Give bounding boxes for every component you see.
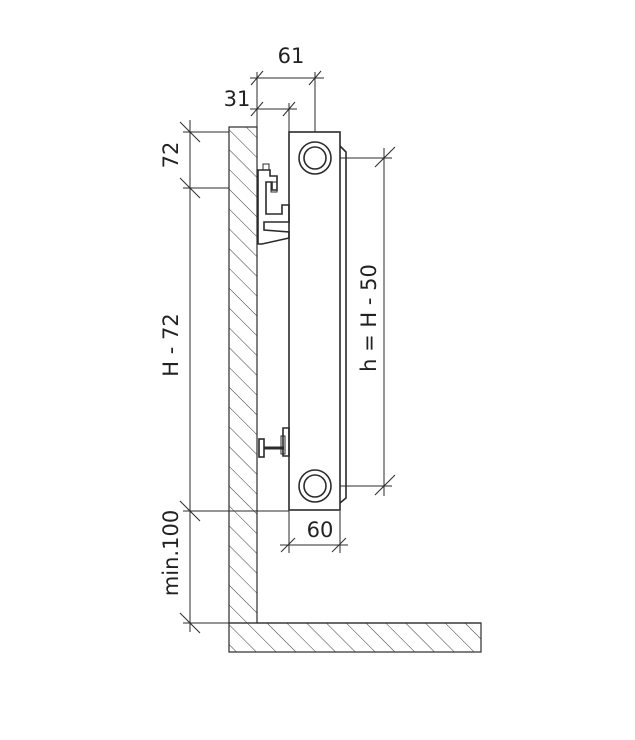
dim-pipe-centers — [340, 146, 396, 496]
bottom-bracket — [258, 427, 290, 458]
floor — [228, 622, 482, 653]
bottom-pipe-connection — [298, 469, 332, 503]
radiator-panel — [288, 131, 347, 511]
dim-panel-depth — [280, 511, 348, 553]
dim-depth-total — [250, 70, 324, 132]
dim-wall-to-bracket — [250, 101, 297, 132]
label-top-offset: 72 — [159, 142, 183, 169]
label-panel-depth: 60 — [307, 518, 334, 542]
label-wall-to-bracket: 31 — [224, 87, 251, 111]
dim-left-vertical — [179, 120, 289, 634]
label-pipe-centers: h = H - 50 — [357, 264, 381, 372]
label-floor-clearance: min.100 — [159, 510, 183, 596]
label-bracket-span: H - 72 — [159, 313, 183, 376]
label-depth-total: 61 — [278, 44, 305, 68]
wall — [228, 126, 258, 624]
top-bracket — [257, 163, 290, 245]
top-pipe-connection — [298, 141, 332, 175]
